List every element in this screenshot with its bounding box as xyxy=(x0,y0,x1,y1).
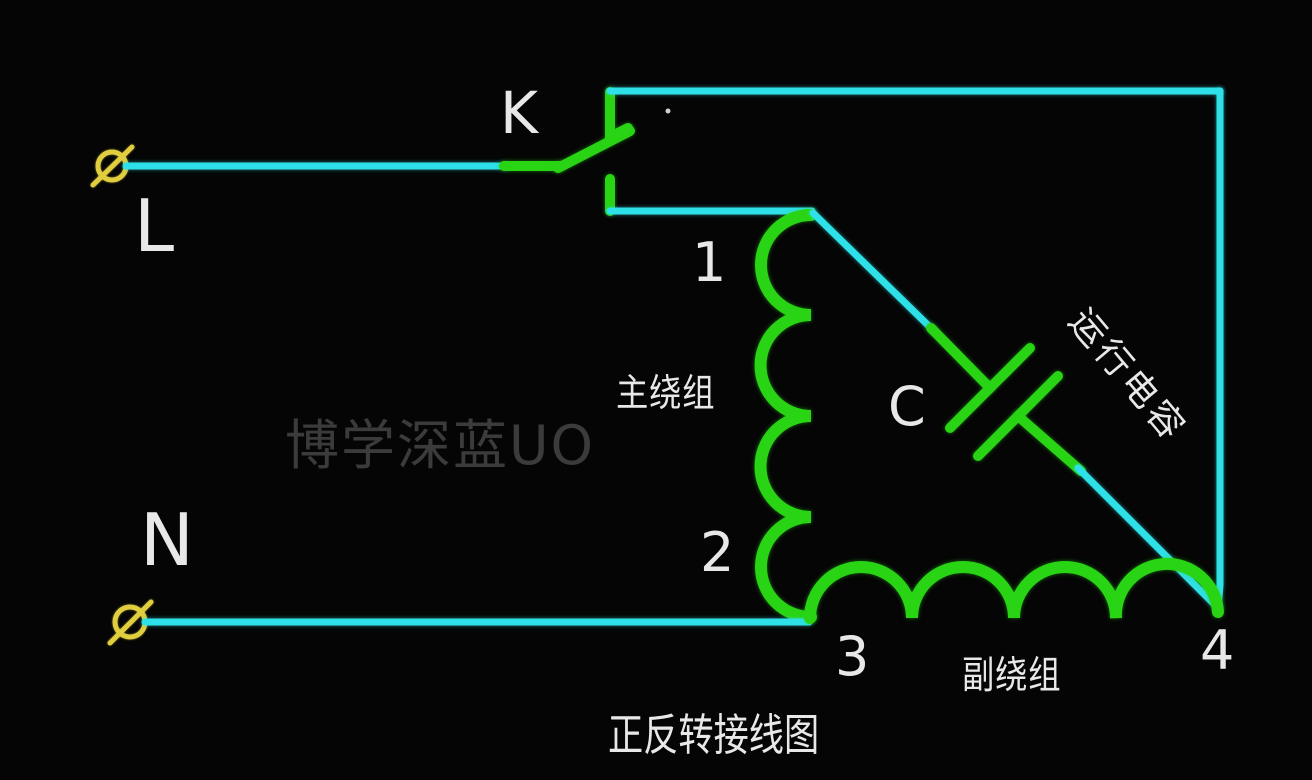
switch-label: K xyxy=(500,79,539,147)
capacitor-label: C xyxy=(888,375,926,438)
node-1-label: 1 xyxy=(692,231,727,294)
live-terminal-label: L xyxy=(134,184,175,268)
capacitor-wire-lower xyxy=(1074,464,1222,612)
node-2-label: 2 xyxy=(700,521,735,584)
neutral-terminal-label: N xyxy=(140,498,194,582)
aux-winding-coil xyxy=(804,557,1224,624)
diagram-title: 正反转接线图 xyxy=(608,710,820,761)
node-3-label: 3 xyxy=(835,625,870,688)
capacitor-lead-lower xyxy=(1013,411,1086,476)
capacitor-lead-upper xyxy=(926,323,994,392)
right-wire xyxy=(1214,87,1224,613)
stray-dot xyxy=(665,108,671,114)
switch-contact-top xyxy=(605,87,633,146)
capacitor-plate-left xyxy=(945,343,1035,433)
watermark-text: 博学深蓝UO xyxy=(285,414,596,477)
node-4-label: 4 xyxy=(1200,619,1235,682)
main-winding-label: 主绕组 xyxy=(616,371,716,415)
main-winding-coil xyxy=(754,209,817,623)
aux-winding-label: 副绕组 xyxy=(962,653,1062,697)
capacitor-wire-upper xyxy=(809,209,938,335)
